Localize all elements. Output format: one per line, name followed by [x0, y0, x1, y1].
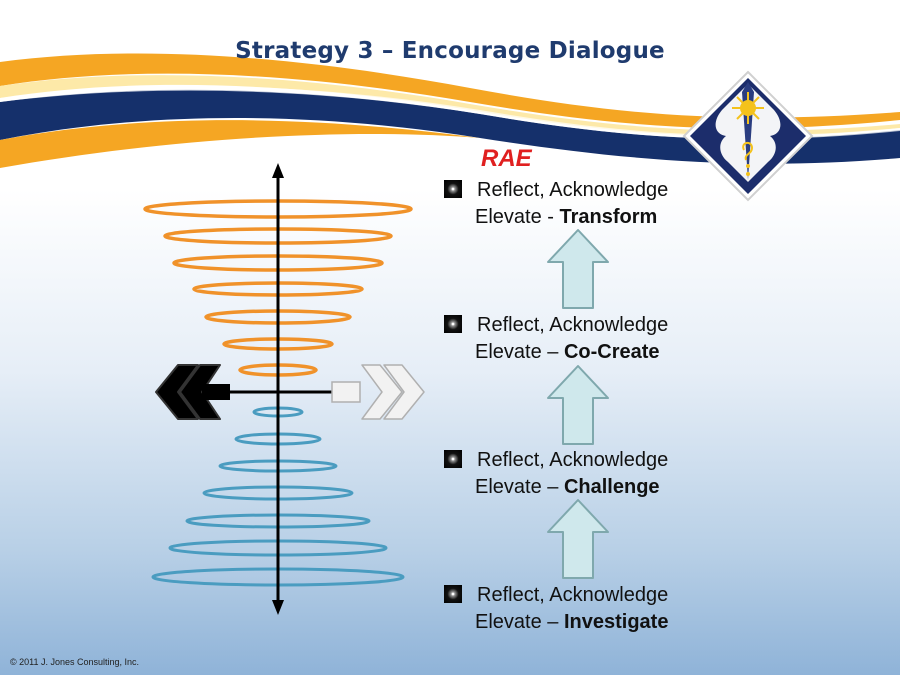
step-prefix: Elevate –: [475, 476, 564, 498]
step-line2: Elevate – Co-Create: [475, 339, 704, 366]
diamond-logo-icon: [682, 70, 814, 202]
up-arrow-icon: [547, 499, 609, 579]
up-arrow-icon: [547, 229, 609, 309]
double-chevron-right-icon: [331, 364, 425, 420]
step-line1: Reflect, Acknowledge: [477, 314, 669, 336]
step-line2: Elevate - Transform: [475, 204, 704, 231]
axis-arrowhead-bottom: [272, 600, 284, 615]
swoosh-orange: [0, 53, 900, 129]
copyright-text: © 2011 J. Jones Consulting, Inc.: [10, 657, 140, 667]
step-challenge: Reflect, Acknowledge Elevate – Challenge: [444, 447, 704, 501]
step-action: Challenge: [563, 476, 660, 498]
step-action: Investigate: [563, 611, 669, 633]
swoosh-orange-lower: [0, 120, 480, 168]
rae-label: RAE: [481, 145, 532, 172]
step-prefix: Elevate –: [475, 611, 564, 633]
step-line2: Elevate – Investigate: [475, 609, 704, 636]
starburst-bullet-icon: [444, 180, 462, 198]
step-line1: Reflect, Acknowledge: [477, 584, 669, 606]
starburst-bullet-icon: [444, 315, 462, 333]
step-investigate: Reflect, Acknowledge Elevate – Investiga…: [444, 582, 704, 636]
step-co-create: Reflect, Acknowledge Elevate – Co-Create: [444, 312, 704, 366]
step-prefix: Elevate -: [475, 206, 560, 228]
starburst-bullet-icon: [444, 585, 462, 603]
swoosh-banner: [0, 53, 900, 168]
rings-diagram: [143, 163, 425, 615]
page-title: Strategy 3 – Encourage Dialogue: [235, 38, 665, 64]
swoosh-navy: [0, 89, 900, 164]
swoosh-highlight: [0, 85, 900, 140]
step-line2: Elevate – Challenge: [475, 474, 704, 501]
step-prefix: Elevate –: [475, 341, 564, 363]
starburst-bullet-icon: [444, 450, 462, 468]
step-action: Transform: [559, 206, 658, 228]
axis-arrowhead-top: [272, 163, 284, 178]
double-chevron-left-icon: [155, 364, 230, 420]
step-line1: Reflect, Acknowledge: [477, 179, 669, 201]
step-transform: Reflect, Acknowledge Elevate - Transform: [444, 177, 704, 231]
up-arrow-icon: [547, 365, 609, 445]
step-action: Co-Create: [563, 341, 660, 363]
step-line1: Reflect, Acknowledge: [477, 449, 669, 471]
